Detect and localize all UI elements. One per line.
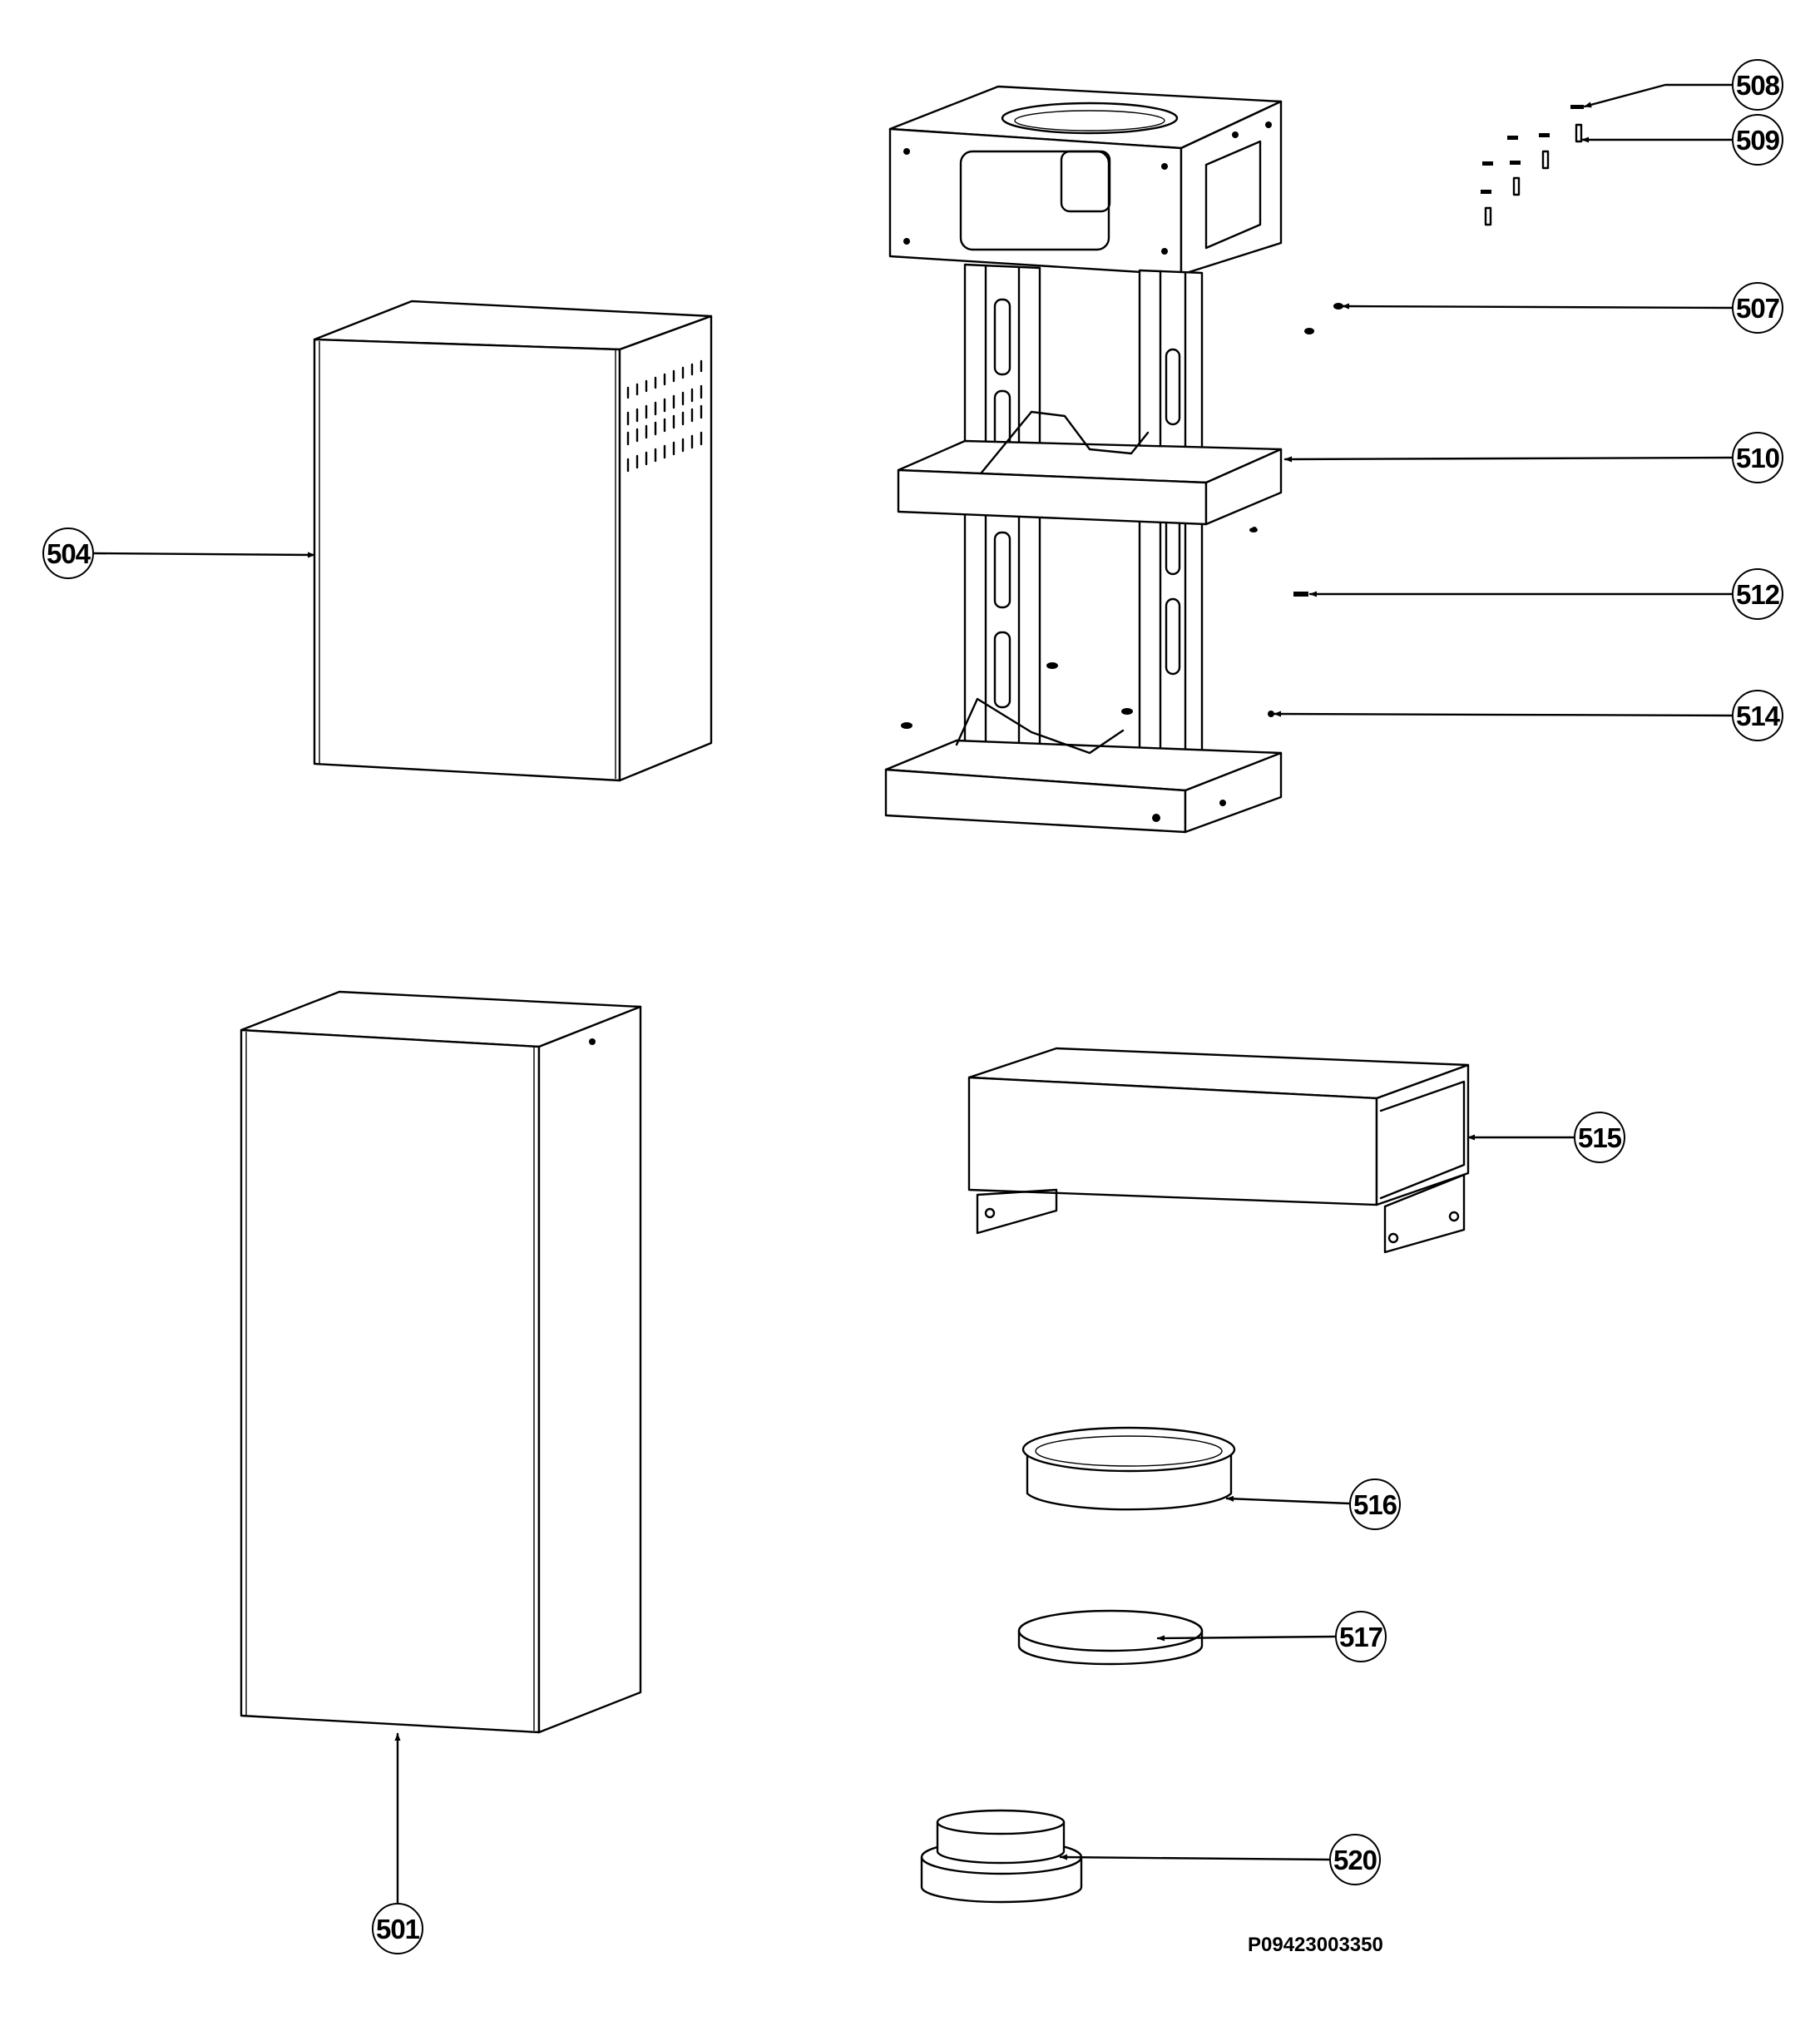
part-516-ring: [1021, 1426, 1236, 1511]
svg-text:520: 520: [1333, 1845, 1377, 1875]
callout-510: 510: [1732, 432, 1783, 483]
svg-text:517: 517: [1339, 1622, 1382, 1652]
svg-text:508: 508: [1736, 70, 1780, 101]
callout-517: 517: [1335, 1611, 1387, 1662]
leader-lines: [92, 83, 1733, 1905]
svg-text:510: 510: [1736, 443, 1779, 473]
part-520-reducer: [920, 1809, 1083, 1904]
part-515-duct-channel: [967, 1047, 1470, 1254]
svg-text:516: 516: [1353, 1489, 1397, 1520]
vent-slots: [626, 359, 703, 473]
svg-text:501: 501: [376, 1914, 420, 1944]
callout-501: 501: [372, 1903, 423, 1954]
svg-text:509: 509: [1736, 125, 1780, 156]
callout-516: 516: [1349, 1479, 1401, 1530]
svg-text:512: 512: [1736, 579, 1780, 610]
fasteners-507-512-514: [1249, 303, 1343, 717]
svg-text:514: 514: [1736, 701, 1781, 731]
support-frame-assembly: [884, 85, 1283, 834]
callout-520: 520: [1329, 1834, 1381, 1885]
callout-508: 508: [1732, 59, 1783, 111]
callout-512: 512: [1732, 568, 1783, 620]
part-501-lower-chimney-cover: [240, 990, 642, 1734]
callout-509: 509: [1732, 114, 1783, 166]
callout-507: 507: [1732, 282, 1783, 334]
drawing-code: P09423003350: [1248, 1934, 1383, 1956]
part-517-disc: [1017, 1609, 1204, 1666]
callout-504: 504: [42, 528, 94, 579]
screws-508-509: [1481, 105, 1584, 226]
callout-514: 514: [1732, 690, 1783, 741]
svg-text:515: 515: [1578, 1122, 1622, 1153]
svg-text:504: 504: [47, 538, 91, 569]
part-504-upper-chimney-cover: [313, 300, 713, 782]
svg-text:507: 507: [1736, 293, 1779, 324]
callout-515: 515: [1574, 1112, 1625, 1163]
